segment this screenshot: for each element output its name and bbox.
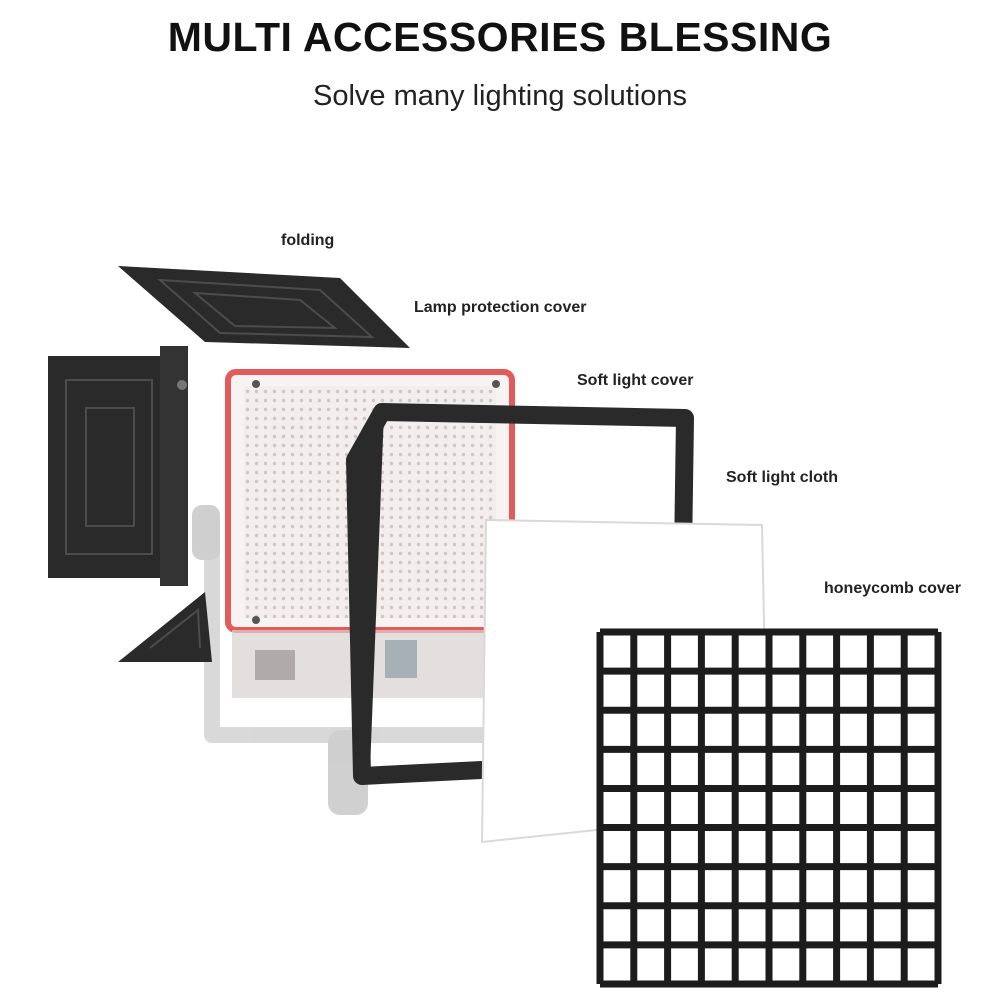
label-lamp-protection-cover: Lamp protection cover (414, 299, 586, 317)
label-folding: folding (281, 232, 334, 250)
barndoor-top (118, 266, 410, 348)
label-soft-light-cloth: Soft light cloth (726, 469, 838, 487)
honeycomb-grid (600, 632, 938, 984)
barndoor-bottom (118, 592, 212, 662)
barndoor-left (48, 346, 188, 586)
label-honeycomb-cover: honeycomb cover (824, 580, 961, 598)
label-soft-light-cover: Soft light cover (577, 372, 693, 390)
